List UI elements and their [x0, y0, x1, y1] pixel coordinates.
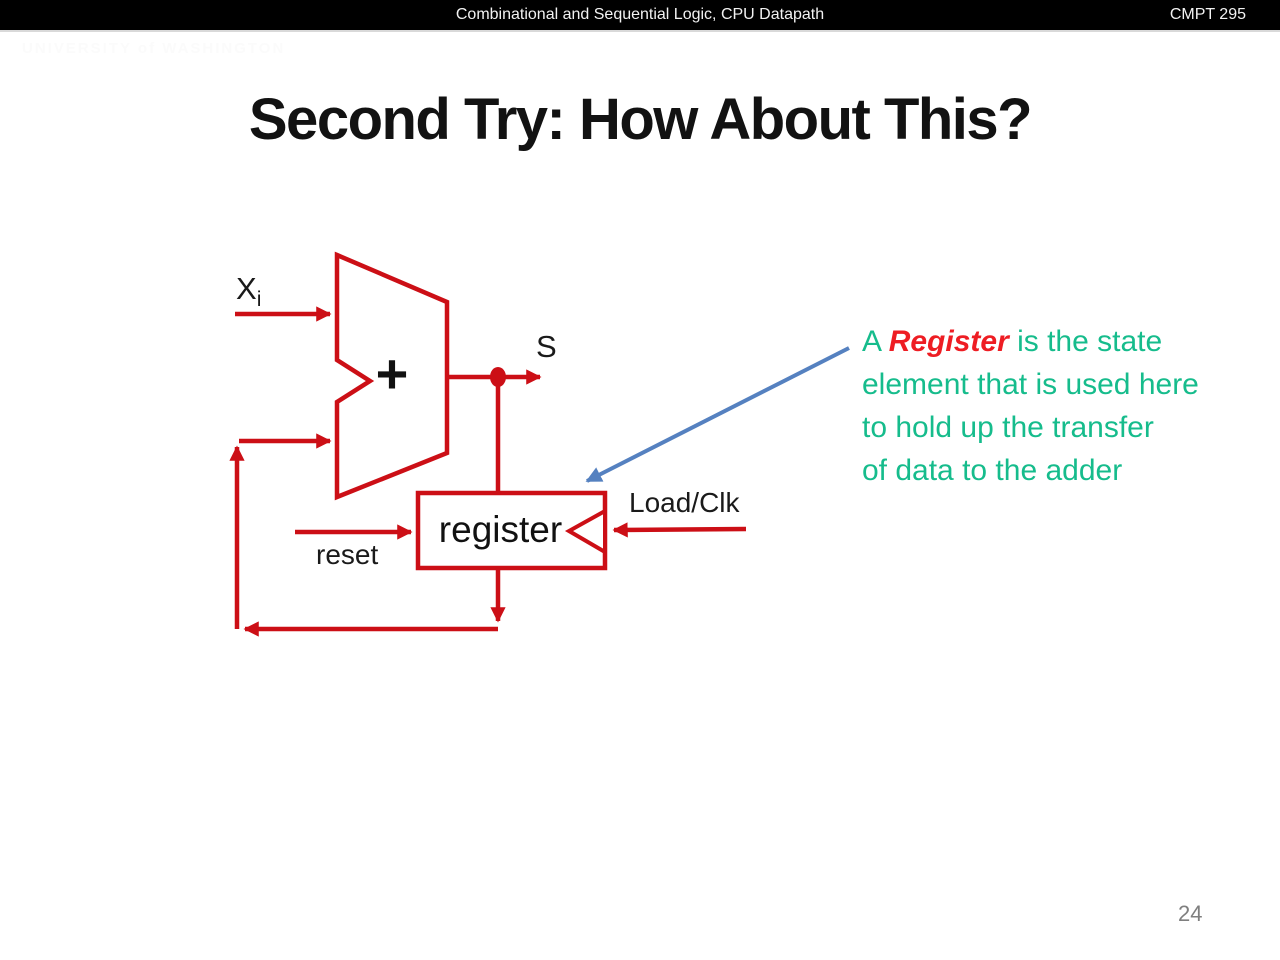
header-title: Combinational and Sequential Logic, CPU … [455, 6, 825, 23]
register-label: register [438, 508, 563, 550]
annotation-line-2: element that is used here [862, 368, 1199, 401]
adder-shape [334, 251, 450, 501]
annotation-line1-suffix: is the state [1008, 325, 1163, 358]
page-title: Second Try: How About This? [248, 87, 1033, 152]
xi-base: X [236, 271, 257, 306]
reset-label: reset [316, 539, 379, 570]
load-clk-wire [612, 522, 747, 538]
annotation-line-4: of data to the adder [862, 454, 1123, 487]
adder-plus-symbol: + [375, 342, 409, 405]
clock-triangle [564, 507, 607, 556]
xi-subscript: i [256, 288, 262, 312]
annotation-line1-prefix: A [862, 325, 889, 358]
load-clk-label: Load/Clk [629, 487, 740, 518]
callout-arrow [585, 346, 850, 483]
header-course-code: CMPT 295 [1169, 6, 1246, 23]
annotation-line-3: to hold up the transfer [862, 411, 1154, 444]
annotation-register-highlight: Register [888, 325, 1009, 358]
page-number: 24 [1178, 901, 1203, 926]
xi-input-label: Xi [236, 271, 261, 312]
annotation-text: A Register is the state element that is … [862, 320, 1252, 492]
annotation-line-1: A Register is the state [862, 320, 1252, 363]
header-bar: Combinational and Sequential Logic, CPU … [0, 0, 1280, 32]
watermark: UNIVERSITY of WASHINGTON [22, 40, 286, 57]
sum-output-label: S [536, 329, 557, 364]
